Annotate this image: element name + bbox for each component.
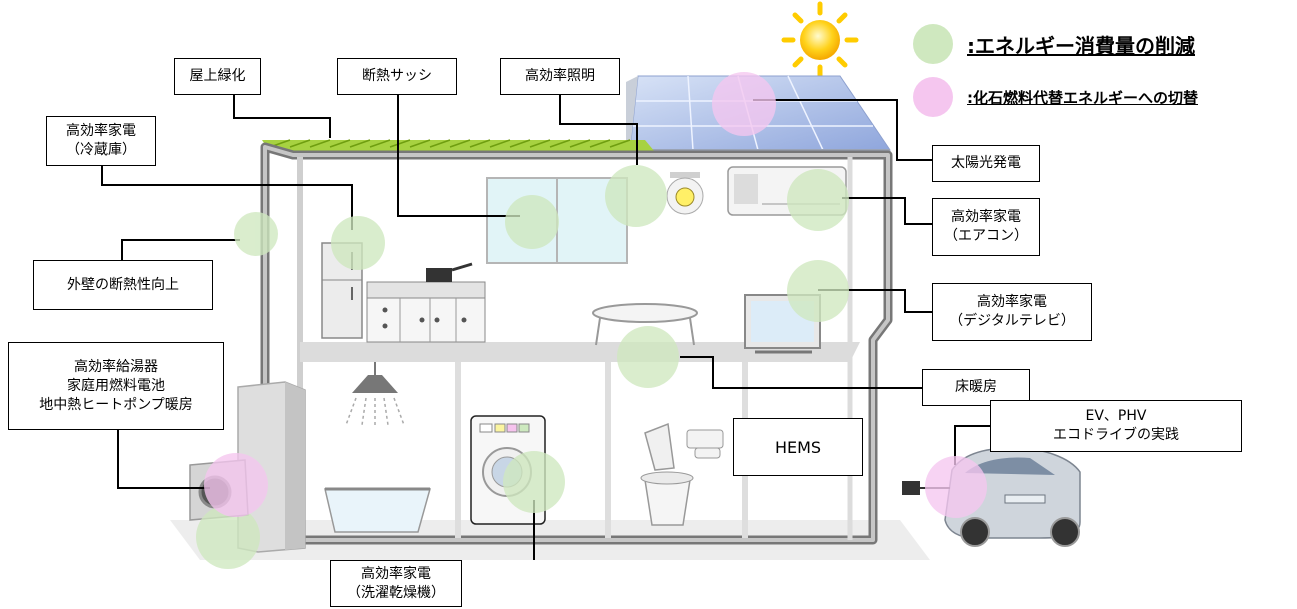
legend-label-substitution: :化石燃料代替エネルギーへの切替 (967, 88, 1199, 107)
label-ev: EV、PHV エコドライブの実践 (990, 400, 1242, 452)
green-indicator-lighting (605, 165, 667, 227)
kitchen-counter-icon (366, 281, 486, 343)
legend-item-reduction: :エネルギー消費量の削減 (913, 24, 1195, 64)
legend-label-reduction: :エネルギー消費量の削減 (967, 33, 1195, 58)
pink-indicator-ev (925, 456, 987, 518)
label-aircon-line1: 高効率家電 (951, 209, 1021, 225)
legend-swatch-green (913, 24, 953, 64)
label-ev-line1: EV、PHV (1085, 408, 1147, 424)
leader-lines (101, 95, 990, 560)
light-bulb-icon (666, 172, 704, 215)
label-washer-line1: 高効率家電 (361, 565, 431, 582)
label-fridge-line1: 高効率家電 (66, 123, 136, 139)
label-rooftop-greenery: 屋上緑化 (174, 58, 261, 95)
green-indicator-aircon (787, 169, 849, 231)
label-washer: 高効率家電 （洗濯乾燥機） (330, 560, 462, 607)
pink-indicator-solar (712, 72, 776, 136)
legend-item-substitution: :化石燃料代替エネルギーへの切替 (913, 77, 1198, 117)
table-icon (592, 303, 698, 346)
pink-indicator-heater (204, 453, 268, 517)
green-indicator-heater (196, 505, 260, 569)
legend-swatch-pink (913, 77, 953, 117)
label-aircon: 高効率家電 （エアコン） (932, 198, 1040, 256)
label-fridge-line2: （冷蔵庫） (66, 142, 136, 158)
sun-icon (781, 1, 859, 79)
label-tv: 高効率家電 （デジタルテレビ） (932, 283, 1092, 341)
green-indicator-floor (617, 326, 679, 388)
label-water-heater: 高効率給湯器 家庭用燃料電池 地中熱ヒートポンプ暖房 (8, 342, 224, 430)
bathtub-icon (324, 487, 431, 533)
label-fridge: 高効率家電 （冷蔵庫） (46, 116, 156, 166)
label-tv-line2: （デジタルテレビ） (949, 313, 1075, 329)
label-solar: 太陽光発電 (932, 145, 1040, 182)
label-efficient-lighting: 高効率照明 (500, 58, 620, 95)
label-heater-line3: 地中熱ヒートポンプ暖房 (39, 396, 193, 413)
green-indicator-rooftop (234, 212, 278, 256)
green-indicator-washer (503, 451, 565, 513)
pan-icon (426, 262, 473, 282)
green-indicator-fridge (331, 216, 385, 270)
label-tv-line1: 高効率家電 (977, 294, 1047, 310)
label-insulated-sash: 断熱サッシ (337, 58, 457, 95)
green-indicator-tv (787, 260, 849, 322)
label-heater-line1: 高効率給湯器 (74, 358, 158, 375)
label-washer-line2: （洗濯乾燥機） (347, 584, 445, 601)
label-aircon-line2: （エアコン） (944, 228, 1028, 244)
label-hems: HEMS (733, 418, 863, 476)
label-floor-heating: 床暖房 (922, 369, 1030, 406)
rooftop-greenery (262, 139, 655, 152)
label-wall-insulation: 外壁の断熱性向上 (33, 260, 213, 310)
label-ev-line2: エコドライブの実践 (1053, 427, 1179, 443)
label-heater-line2: 家庭用燃料電池 (67, 377, 165, 394)
indicator-circles (196, 72, 987, 569)
toilet-icon (640, 422, 724, 526)
green-indicator-window (505, 195, 559, 249)
shower-icon (345, 362, 405, 426)
second-floor-slab (300, 342, 860, 362)
